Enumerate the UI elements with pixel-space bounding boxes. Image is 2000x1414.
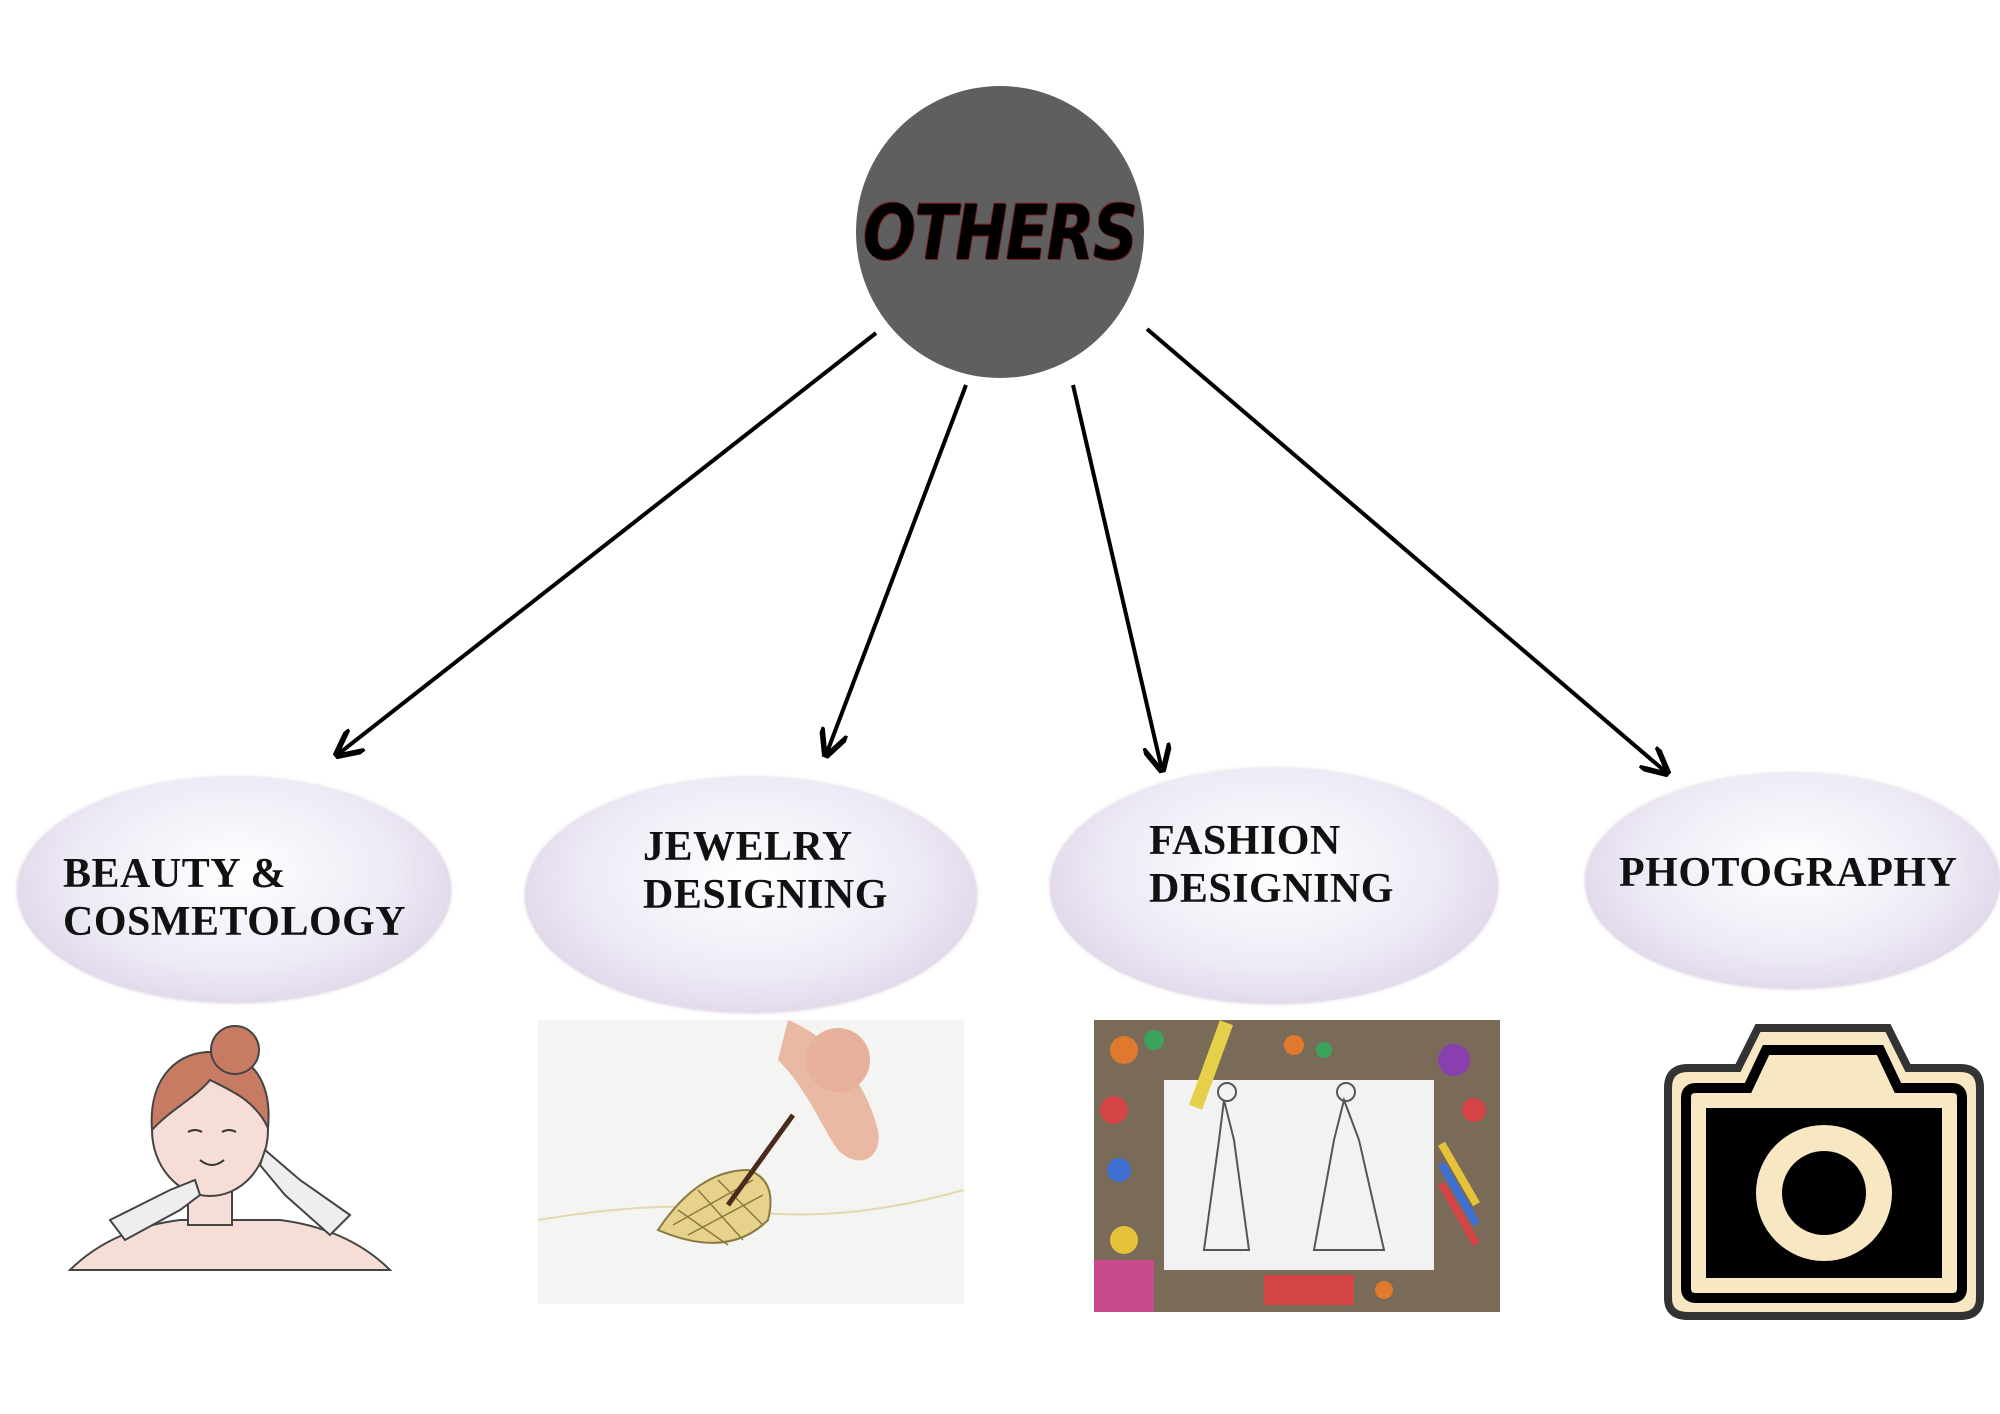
- label-photography: PHOTOGRAPHY: [1619, 849, 1957, 897]
- beauty-skincare-illustration: [67, 1025, 393, 1271]
- label-line: DESIGNING: [643, 872, 888, 918]
- arrow-to-fashion: [1071, 384, 1162, 770]
- camera-icon: [1664, 1024, 1984, 1320]
- arrow-to-beauty: [337, 331, 878, 755]
- node-jewelry-designing: [525, 777, 977, 1013]
- label-jewelry-designing: JEWELRY DESIGNING: [643, 823, 888, 919]
- arrow-to-photography: [1145, 327, 1667, 773]
- label-line: COSMETOLOGY: [63, 899, 407, 945]
- jewelry-sketch-photo: [538, 1020, 964, 1304]
- label-beauty-cosmetology: BEAUTY & COSMETOLOGY: [63, 850, 406, 946]
- arrow-to-jewelry: [826, 384, 968, 755]
- label-fashion-designing: FASHION DESIGNING: [1149, 817, 1394, 913]
- root-label: OTHERS: [863, 187, 1138, 277]
- node-fashion-designing: [1050, 768, 1498, 1004]
- node-photography: [1585, 773, 2000, 989]
- label-line: BEAUTY &: [63, 851, 286, 897]
- root-node-others: OTHERS: [856, 86, 1144, 378]
- label-line: FASHION: [1149, 818, 1341, 864]
- label-line: PHOTOGRAPHY: [1619, 850, 1958, 896]
- label-line: DESIGNING: [1149, 866, 1394, 912]
- label-line: JEWELRY: [643, 824, 853, 870]
- node-beauty-cosmetology: [17, 777, 451, 1003]
- fashion-sketch-photo: [1094, 1020, 1500, 1312]
